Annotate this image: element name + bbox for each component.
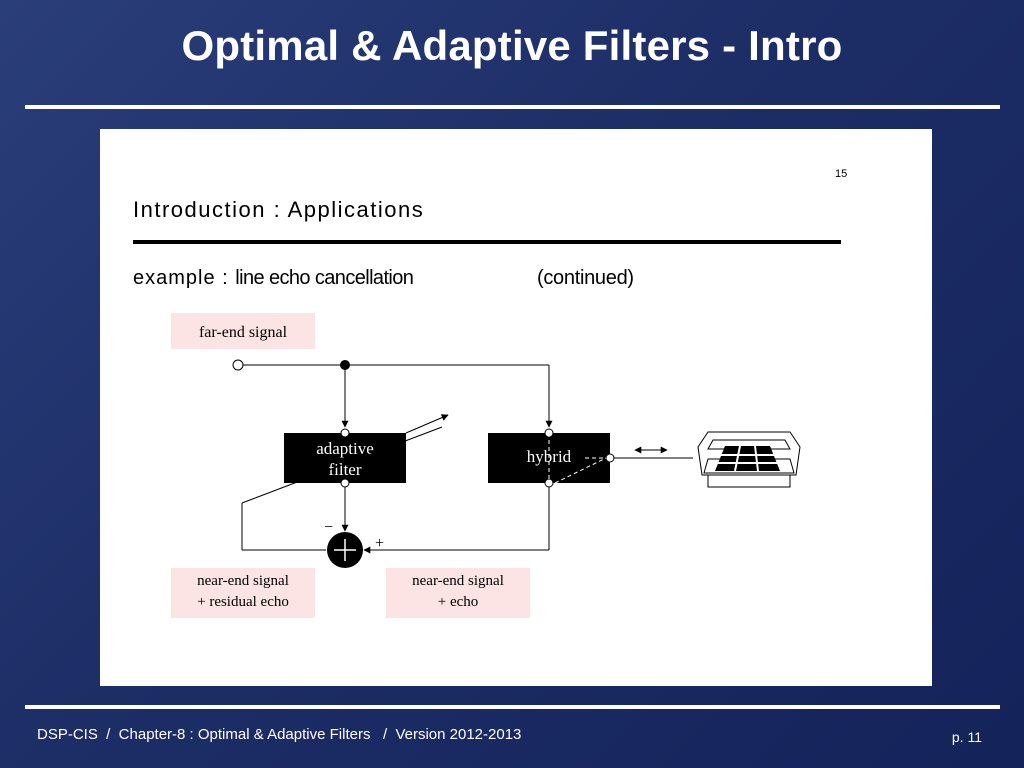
adaptive-filter-block [284,433,406,483]
subheading-main: line echo cancellation [235,267,413,289]
near-end-echo-label-line1: near-end signal [412,573,504,589]
footer-page-number: p. 11 [951,729,982,745]
footer-course-info: DSP-CIS / Chapter-8 : Optimal & Adaptive… [37,726,522,743]
adaptation-line [241,426,443,504]
panel-subheading: example : line echo cancellation (contin… [133,267,634,289]
near-end-residual-label-line2: + residual echo [197,594,289,610]
footer-divider [25,705,1000,709]
subheading-suffix: (continued) [537,267,634,289]
panel-heading-rule [133,240,841,244]
hybrid-line-port [605,453,615,463]
near-end-residual-label-line1: near-end signal [197,573,289,589]
far-end-label: far-end signal [199,324,288,341]
subheading-prefix: example : [133,267,235,289]
adaptive-filter-label-line2: filter [328,460,361,479]
echo-cancellation-diagram: 15 Introduction : Applications example :… [133,168,847,618]
adaptation-arrow [405,414,449,434]
far-end-input-terminal [232,359,244,371]
slide-title: Optimal & Adaptive Filters - Intro [181,22,843,69]
hybrid-internal-path-2 [554,457,607,484]
near-end-echo-label-box [386,568,530,618]
filter-output-port [340,478,350,488]
content-panel: 15 Introduction : Applications example :… [100,129,932,686]
title-divider [25,105,1000,109]
filter-input-port [340,428,350,438]
far-end-label-box [171,313,315,349]
telephone-icon [697,431,801,488]
near-end-residual-label-box [171,568,315,618]
minus-sign: − [324,519,333,536]
panel-heading: Introduction : Applications [133,197,424,222]
panel-page-number: 15 [835,168,847,180]
near-end-echo-label-line2: + echo [438,594,479,610]
adaptive-filter-label-line1: adaptive [316,439,374,458]
plus-sign: + [375,535,384,552]
